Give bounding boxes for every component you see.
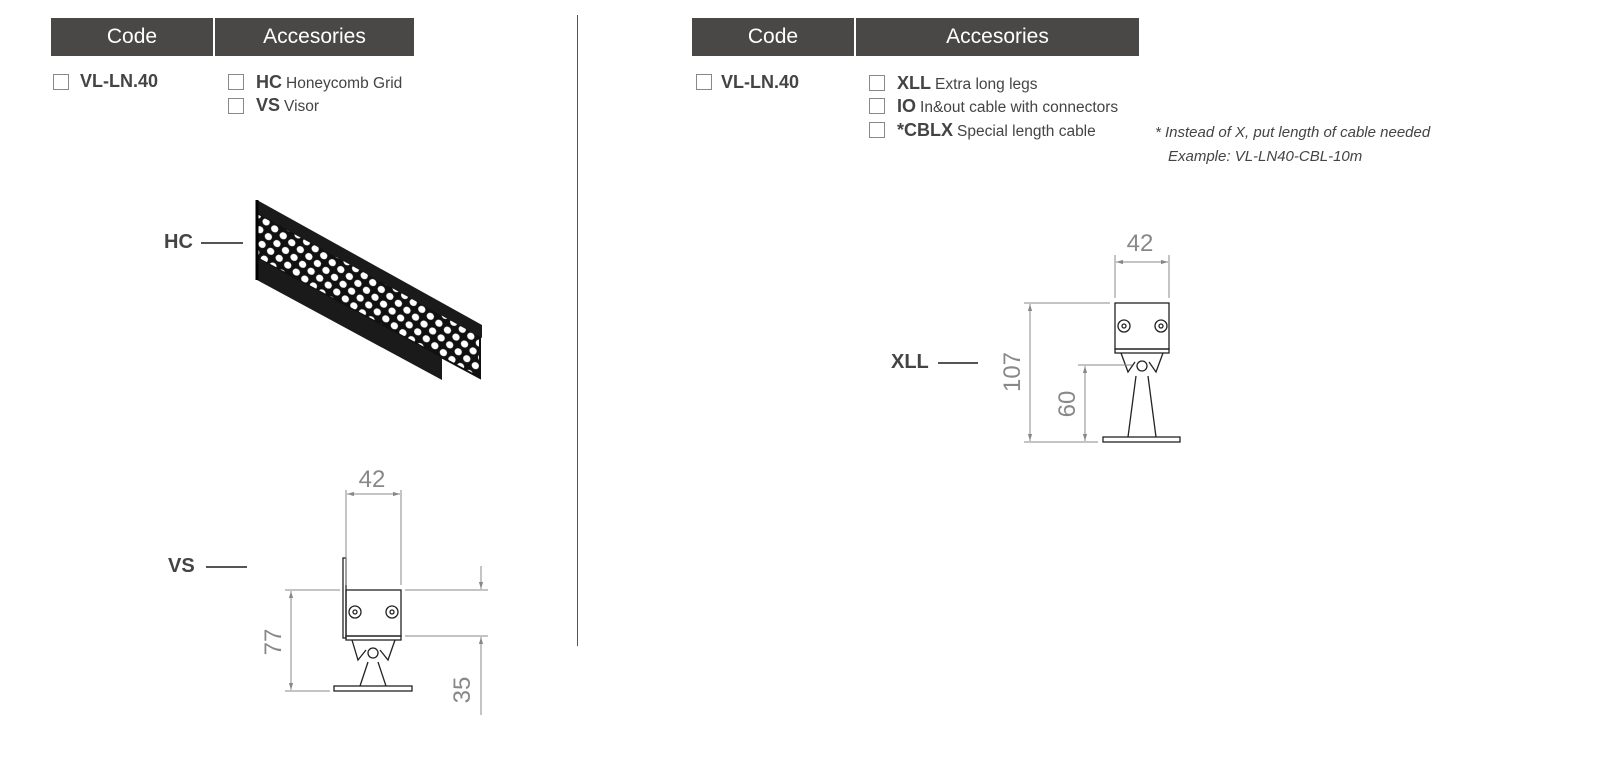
code-checkbox[interactable] bbox=[696, 74, 712, 90]
accessories-column-header: Accesories bbox=[856, 18, 1139, 56]
vs-width-dimension: 42 bbox=[359, 466, 386, 493]
vs-checkbox[interactable] bbox=[228, 98, 244, 114]
xll-checkbox[interactable] bbox=[869, 75, 885, 91]
accessory-code: HC bbox=[256, 72, 282, 92]
accessory-label: Extra long legs bbox=[935, 76, 1038, 93]
product-code: VL-LN.40 bbox=[80, 71, 159, 91]
hc-leader-line bbox=[201, 242, 243, 244]
accessory-label: Honeycomb Grid bbox=[286, 75, 403, 92]
visor-dimensions bbox=[285, 490, 488, 715]
accessory-code: *CBLX bbox=[897, 120, 954, 140]
extra-long-legs-drawing bbox=[1102, 302, 1181, 443]
vs-height-dimension: 77 bbox=[260, 629, 287, 656]
header-label: Code bbox=[747, 25, 799, 48]
accessory-code: IO bbox=[897, 96, 917, 116]
accessory-label: In&out cable with connectors bbox=[920, 99, 1119, 116]
accessory-code: VS bbox=[256, 95, 281, 115]
header-label: Code bbox=[106, 25, 158, 48]
vs-leader-line bbox=[206, 566, 247, 568]
xll-figure-label: XLL bbox=[891, 351, 929, 373]
accessory-code: XLL bbox=[897, 73, 931, 93]
code-column-header: Code bbox=[51, 18, 213, 56]
header-label: Accesories bbox=[946, 25, 1049, 48]
visor-drawing bbox=[333, 557, 413, 692]
product-code: VL-LN.40 bbox=[721, 72, 800, 92]
xll-dimensions bbox=[1024, 255, 1170, 443]
xll-width-dimension: 42 bbox=[1127, 230, 1154, 257]
code-checkbox[interactable] bbox=[53, 74, 69, 90]
vs-figure-label: VS bbox=[168, 555, 195, 577]
io-checkbox[interactable] bbox=[869, 98, 885, 114]
section-divider bbox=[577, 15, 578, 646]
accessories-column-header: Accesories bbox=[215, 18, 414, 56]
accessory-label: Special length cable bbox=[957, 123, 1096, 140]
header-label: Accesories bbox=[263, 25, 366, 48]
accessory-label: Visor bbox=[284, 98, 320, 115]
xll-leg-dimension: 60 bbox=[1054, 391, 1081, 418]
vs-base-dimension: 35 bbox=[449, 677, 476, 704]
cblx-checkbox[interactable] bbox=[869, 122, 885, 138]
cable-note: * Instead of X, put length of cable need… bbox=[1155, 124, 1431, 141]
honeycomb-grid-image bbox=[255, 200, 482, 380]
hc-figure-label: HC bbox=[164, 231, 193, 253]
hc-checkbox[interactable] bbox=[228, 74, 244, 90]
cable-example: Example: VL-LN40-CBL-10m bbox=[1168, 148, 1363, 165]
xll-leader-line bbox=[938, 362, 978, 364]
code-column-header: Code bbox=[692, 18, 854, 56]
xll-height-dimension: 107 bbox=[999, 352, 1026, 392]
